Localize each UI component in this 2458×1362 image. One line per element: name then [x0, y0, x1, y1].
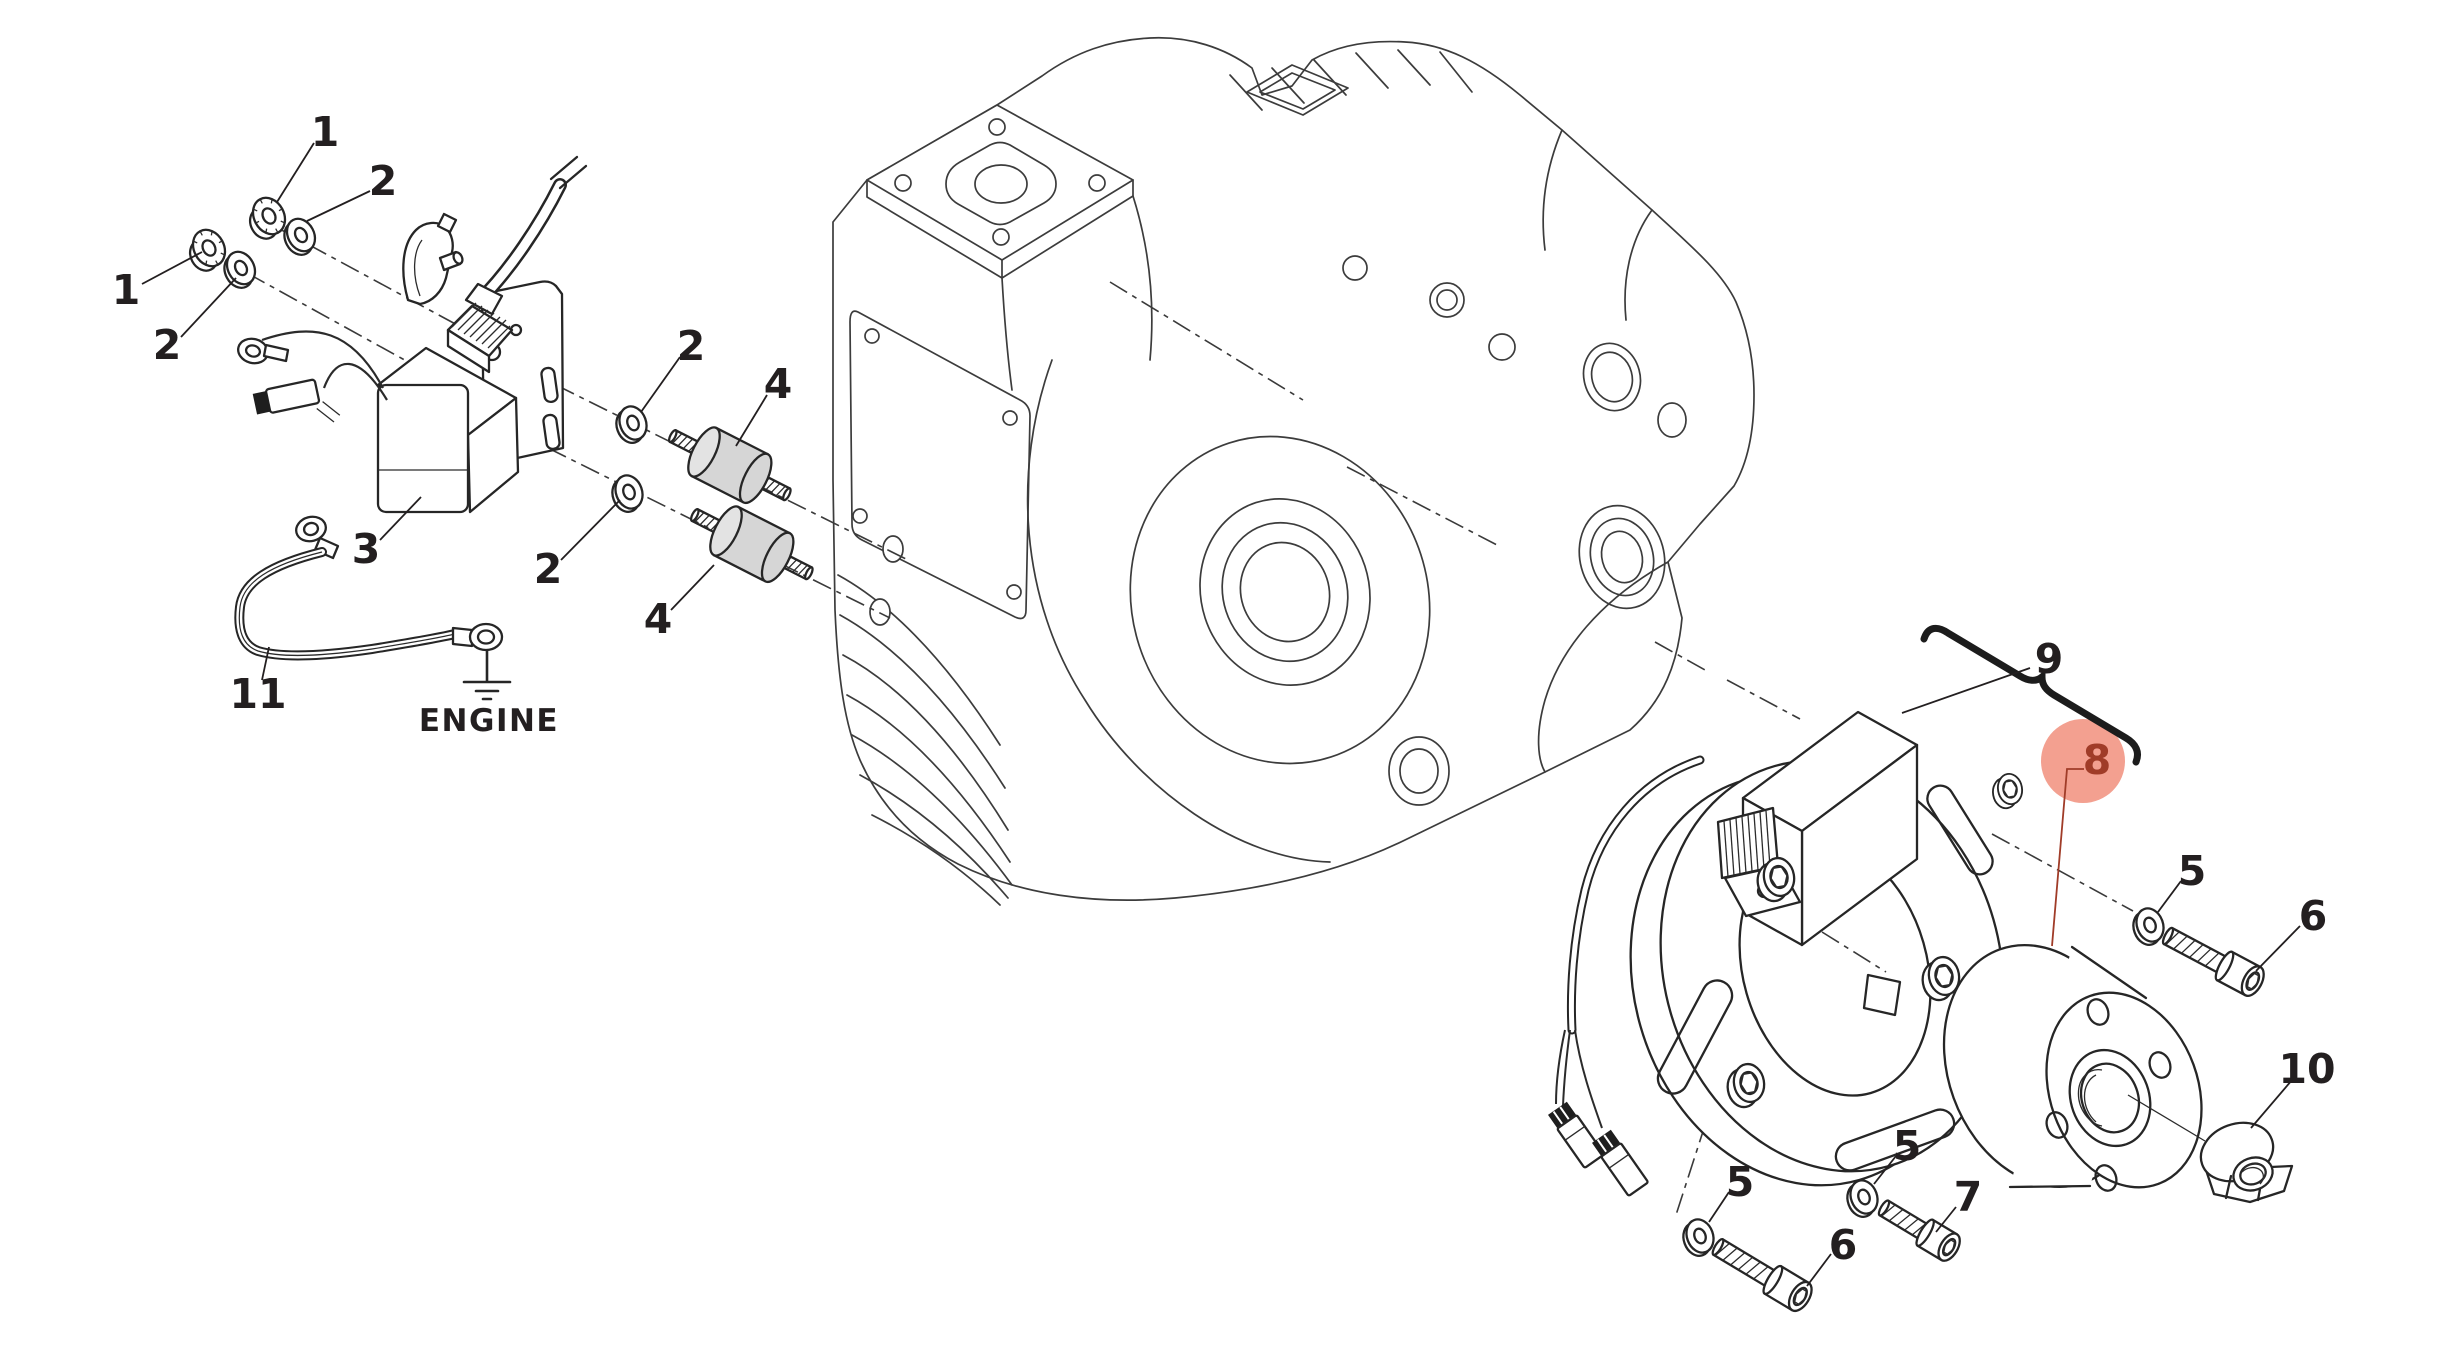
- coil-fin-block: [446, 302, 514, 374]
- callout-leader-5-12: [2157, 880, 2182, 913]
- engine-ground-label: ENGINE: [419, 703, 559, 739]
- callout-3-4: 3: [352, 525, 381, 573]
- stator-connector: [1591, 1129, 1649, 1197]
- coil-connector: [252, 378, 341, 423]
- callout-5-17: 5: [1893, 1122, 1922, 1170]
- callout-leader-2-3: [180, 277, 237, 338]
- bolt-7: [1872, 1192, 1966, 1266]
- washer-2d: [606, 470, 649, 517]
- ignition-coil-assembly: ENGINE: [180, 155, 824, 739]
- rubber-mount-4b: [680, 490, 823, 598]
- callout-1-2: 1: [112, 266, 141, 314]
- stator-wires: [1547, 755, 1705, 1197]
- callout-9-brace: [1920, 624, 2142, 766]
- coil-primary-wires: [237, 330, 388, 423]
- callout-leader-8-11: [2051, 768, 2084, 947]
- washer-2c: [610, 401, 653, 448]
- callout-1-0: 1: [311, 108, 340, 156]
- callout-10-14: 10: [2278, 1045, 2335, 1093]
- callout-leader-6-16: [1806, 1253, 1832, 1287]
- callout-7-18: 7: [1954, 1173, 1983, 1221]
- callout-11-9: 11: [229, 670, 286, 718]
- callout-9-10: 9: [2035, 635, 2064, 683]
- callout-leader-2-7: [560, 499, 621, 561]
- callout-leader-1-2: [141, 251, 203, 285]
- callout-2-7: 2: [534, 545, 563, 593]
- callout-leader-4-6: [735, 394, 768, 447]
- highlight-circle: [2041, 719, 2125, 803]
- callout-leader-5-15: [1708, 1191, 1730, 1223]
- callout-6-13: 6: [2299, 892, 2328, 940]
- callout-leader-4-8: [670, 564, 715, 611]
- callout-leader-7-18: [1935, 1206, 1957, 1233]
- callout-2-1: 2: [369, 157, 398, 205]
- callout-leader-11-9: [261, 646, 270, 681]
- spark-plug-cap: [402, 212, 464, 306]
- callout-leader-1-0: [276, 142, 315, 203]
- callout-leader-10-14: [2250, 1079, 2293, 1129]
- flywheel-rotor: [1942, 943, 2206, 1192]
- callout-leader-6-13: [2255, 925, 2301, 972]
- callout-leader-3-4: [379, 496, 422, 541]
- flange-nut-10: [2199, 1121, 2294, 1204]
- stator-assembly: [1547, 710, 2026, 1197]
- callout-6-16: 6: [1829, 1221, 1858, 1269]
- rubber-mount-4a: [658, 411, 801, 519]
- callout-4-8: 4: [644, 595, 673, 643]
- bolt-6a: [2156, 919, 2270, 1001]
- callout-leader-2-1: [306, 190, 371, 222]
- callout-leader-5-17: [1873, 1155, 1897, 1185]
- callout-2-3: 2: [153, 321, 182, 369]
- ignition-coil-body: [376, 302, 520, 514]
- engine-crankcase: [832, 36, 1755, 906]
- stator-connector: [1547, 1101, 1605, 1169]
- callout-2-5: 2: [677, 322, 706, 370]
- callout-5-15: 5: [1726, 1158, 1755, 1206]
- rotor-fasteners: [1677, 903, 2294, 1316]
- callout-4-6: 4: [764, 360, 793, 408]
- stator-screw: [1989, 771, 2026, 812]
- ht-lead-cable: [464, 155, 588, 316]
- bolt-6b: [1706, 1230, 1818, 1316]
- callout-8-11: 8: [2083, 736, 2112, 784]
- ground-cable: [234, 515, 504, 661]
- callout-5-12: 5: [2178, 847, 2207, 895]
- callout-leader-2-5: [640, 356, 681, 413]
- engine-ground-symbol: [462, 649, 512, 701]
- callout-leader-9-10: [1901, 667, 2031, 714]
